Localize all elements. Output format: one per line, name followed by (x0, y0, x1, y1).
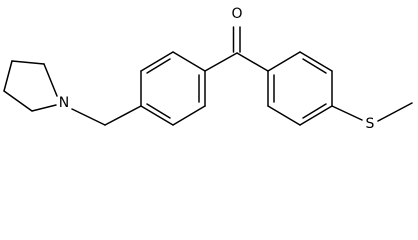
atom-sulfur: S (366, 116, 375, 132)
atom-nitrogen: N (59, 95, 69, 111)
ring-left-bond-6 (172, 51, 206, 72)
bond-ch2-nitrogen (71, 108, 106, 126)
ring-right-inner-1 (302, 58, 327, 74)
ring-right-inner-2 (302, 103, 327, 119)
ring-left-bond-3 (140, 105, 174, 126)
ring-left-inner-3 (146, 58, 171, 74)
bond-ring-sulfur (331, 105, 363, 121)
ring-right-bond-5 (267, 105, 301, 126)
bond-c-ring-left (204, 52, 238, 72)
ring-right-bond-1 (267, 51, 301, 72)
ring-right-bond-4 (299, 105, 333, 126)
ring-left-bond-5 (140, 51, 174, 72)
pyrrolidine-bond-3 (3, 60, 13, 92)
ring-left-bond-2 (172, 105, 206, 126)
bond-ring-ch2 (104, 105, 142, 126)
pyrrolidine-bond-4 (3, 90, 33, 112)
chemical-structure: O N S (3, 6, 413, 132)
pyrrolidine-bond-5 (31, 104, 57, 112)
pyrrolidine-bond-1 (43, 63, 58, 97)
bond-c-ring-right (236, 52, 269, 72)
ring-right-bond-2 (299, 51, 333, 72)
atom-oxygen: O (231, 6, 242, 22)
ring-left-inner-2 (146, 103, 171, 119)
pyrrolidine-bond-2 (11, 60, 45, 65)
structure-canvas: O N S (3, 6, 413, 132)
bond-sulfur-methyl (377, 102, 413, 122)
